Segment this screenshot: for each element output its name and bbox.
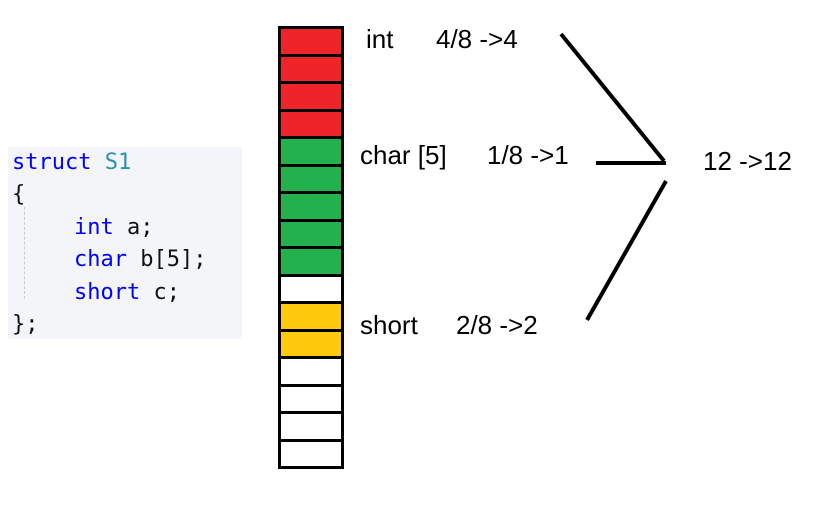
member-b: b[5]; [126, 247, 207, 272]
memory-byte-green [281, 249, 341, 277]
code-line-short: short c; [74, 277, 180, 310]
keyword-int: int [74, 215, 114, 240]
code-line-int: int a; [74, 212, 154, 245]
memory-byte-empty [281, 359, 341, 387]
connector-short [585, 180, 668, 321]
memory-byte-empty [281, 386, 341, 414]
memory-byte-red [281, 29, 341, 57]
memory-byte-red [281, 111, 341, 139]
memory-byte-empty [281, 441, 341, 466]
code-line-struct: struct S1 [12, 147, 131, 180]
label-short-type: short [360, 310, 418, 340]
code-snippet: struct S1 { int a; char b[5]; short c; }… [8, 147, 242, 339]
memory-byte-empty [281, 414, 341, 442]
memory-byte-green [281, 166, 341, 194]
memory-byte-yellow [281, 304, 341, 332]
code-line-char: char b[5]; [74, 244, 206, 277]
struct-name: S1 [104, 150, 132, 175]
keyword-char: char [74, 247, 127, 272]
memory-byte-green [281, 194, 341, 222]
indent-guide [24, 207, 25, 299]
label-int-calc: 4/8 ->4 [436, 24, 518, 54]
label-int-type: int [366, 24, 394, 54]
member-c: c; [140, 280, 180, 305]
label-char-calc: 1/8 ->1 [487, 140, 569, 170]
memory-byte-red [281, 84, 341, 112]
memory-byte-red [281, 56, 341, 84]
keyword-short: short [74, 280, 141, 305]
label-short-calc: 2/8 ->2 [456, 310, 538, 340]
connector-int [559, 32, 666, 163]
label-char-type: char [5] [360, 140, 447, 170]
code-line-open-brace: { [12, 182, 26, 207]
memory-byte-empty [281, 276, 341, 304]
keyword-struct: struct [12, 150, 92, 175]
memory-byte-green [281, 221, 341, 249]
memory-byte-green [281, 139, 341, 167]
code-line-close-brace: }; [12, 312, 39, 337]
memory-layout-column [278, 26, 344, 469]
memory-byte-yellow [281, 331, 341, 359]
member-a: a; [113, 215, 154, 240]
label-result: 12 ->12 [703, 146, 792, 176]
